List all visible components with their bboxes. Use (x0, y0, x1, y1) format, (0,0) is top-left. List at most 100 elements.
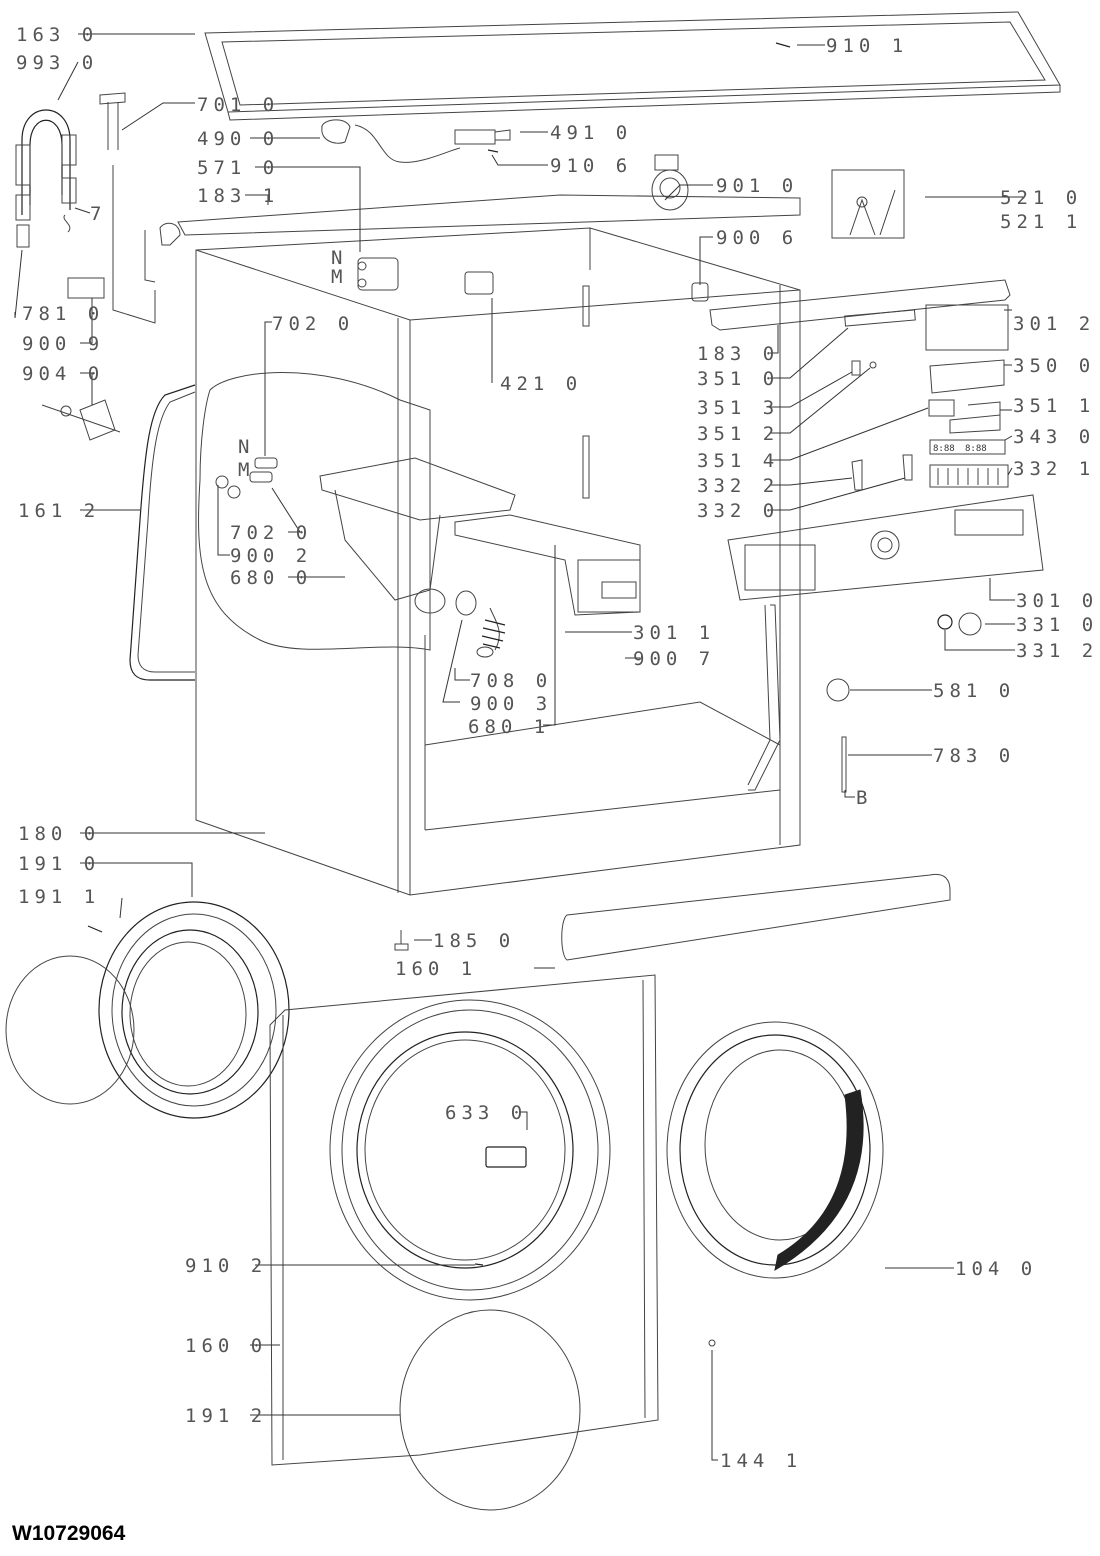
callout-351-0: 351 0 (697, 368, 779, 390)
callout-labels: 163 0 993 0 701 0 490 0 571 0 183 1 7 78… (16, 24, 1098, 1472)
callout-910-2: 910 2 (185, 1255, 267, 1277)
screw-910-2 (474, 1263, 484, 1266)
part-421-0 (464, 271, 494, 295)
gasket-161-2 (129, 384, 196, 681)
callout-343-0: 343 0 (1013, 426, 1095, 448)
knob-331-0 (958, 612, 982, 636)
marker-hose-n: N (238, 436, 249, 458)
callout-901-0: 901 0 (716, 175, 798, 197)
callout-b: B (856, 787, 872, 809)
callout-702-0-top: 702 0 (272, 313, 354, 335)
callout-104-0: 104 0 (955, 1258, 1037, 1280)
callout-904-0: 904 0 (22, 363, 104, 385)
callout-191-0: 191 0 (18, 853, 100, 875)
callout-332-2: 332 2 (697, 475, 779, 497)
pressure-switch-581-0 (826, 678, 850, 702)
callout-708-0: 708 0 (470, 670, 552, 692)
part-351-3 (851, 360, 861, 376)
callout-163-0: 163 0 (16, 24, 98, 46)
console-panel (727, 494, 1044, 601)
callout-160-1: 160 1 (395, 958, 477, 980)
part-144-1 (708, 1339, 716, 1347)
clamp-191-2 (399, 1309, 581, 1511)
callout-301-0: 301 0 (1016, 590, 1098, 612)
callout-701-0: 701 0 (197, 94, 279, 116)
marker-valve-n: N (331, 247, 342, 269)
screw-910-1 (775, 42, 791, 48)
callout-781-0: 781 0 (22, 303, 104, 325)
callout-183-1: 183 1 (197, 185, 279, 207)
callout-332-1: 332 1 (1013, 458, 1095, 480)
callout-351-2: 351 2 (697, 423, 779, 445)
callout-521-0: 521 0 (1000, 187, 1082, 209)
callout-581-0: 581 0 (933, 680, 1015, 702)
control-module-521 (831, 169, 905, 239)
door-lock-633-0 (485, 1146, 527, 1168)
leader-lines (14, 33, 1025, 1461)
display-digits-right: 8:88 (965, 444, 987, 454)
part-332-2 (851, 459, 863, 491)
part-351-4 (928, 399, 955, 417)
callout-332-0: 332 0 (697, 500, 779, 522)
top-lid (204, 11, 1061, 121)
callout-490-0: 490 0 (197, 128, 279, 150)
console-rail-183-0 (709, 279, 1011, 331)
hose-n (254, 457, 278, 469)
callout-900-3: 900 3 (470, 693, 552, 715)
callout-350-0: 350 0 (1013, 355, 1095, 377)
callout-993-0: 993 0 (16, 52, 98, 74)
drain-hose (15, 109, 77, 248)
callout-680-1: 680 1 (468, 716, 550, 738)
callout-331-0: 331 0 (1016, 614, 1098, 636)
screw-910-6 (487, 149, 499, 153)
front-panel (269, 974, 659, 1466)
callout-900-6: 900 6 (716, 227, 798, 249)
foot-185-0 (394, 930, 409, 951)
display-digits-left: 8:88 (933, 444, 955, 454)
display-343-0: 8:88 8:88 (929, 439, 1006, 455)
callout-680-0: 680 0 (230, 567, 312, 589)
callout-521-1: 521 1 (1000, 211, 1082, 233)
callout-191-1: 191 1 (18, 886, 100, 908)
dispenser-housing (319, 457, 516, 658)
inlet-hose (99, 92, 156, 324)
marker-valve-m: M (331, 266, 342, 288)
callout-185-0: 185 0 (433, 930, 515, 952)
top-rail-183-1 (159, 194, 801, 246)
callout-301-1: 301 1 (633, 622, 715, 644)
part-783-0 (841, 736, 847, 793)
hose-m (249, 471, 273, 483)
callout-633-0: 633 0 (445, 1102, 527, 1124)
part-901-0 (651, 154, 689, 211)
callout-161-2: 161 2 (18, 500, 100, 522)
callout-183-0: 183 0 (697, 343, 779, 365)
bracket-900-9 (67, 277, 105, 299)
marker-hose-m: M (238, 459, 249, 481)
assembly-outline (198, 372, 431, 651)
callout-351-3: 351 3 (697, 397, 779, 419)
part-301-2 (925, 304, 1009, 351)
callout-783-0: 783 0 (933, 745, 1015, 767)
callout-910-6: 910 6 (550, 155, 632, 177)
button-strip-332-1 (929, 464, 1009, 488)
callout-910-1: 910 1 (826, 35, 908, 57)
callout-160-0: 160 0 (185, 1335, 267, 1357)
door-bellows-191-0 (5, 901, 290, 1119)
callout-351-4: 351 4 (697, 450, 779, 472)
callout-900-7: 900 7 (633, 648, 715, 670)
callout-144-1: 144 1 (720, 1450, 802, 1472)
callout-702-0: 702 0 (230, 522, 312, 544)
led-bar-351-0 (844, 309, 916, 327)
kickplate-160-1 (561, 873, 951, 961)
callout-421-0: 421 0 (500, 373, 582, 395)
wiring-loom-900-7 (747, 604, 781, 791)
callout-900-9: 900 9 (22, 333, 104, 355)
document-number: W10729064 (12, 1522, 126, 1545)
inlet-valve (357, 257, 399, 291)
door-104-0 (666, 1021, 884, 1279)
part-351-1 (949, 401, 1001, 434)
callout-900-2: 900 2 (230, 545, 312, 567)
part-351-2 (869, 361, 877, 369)
callout-191-2: 191 2 (185, 1405, 267, 1427)
